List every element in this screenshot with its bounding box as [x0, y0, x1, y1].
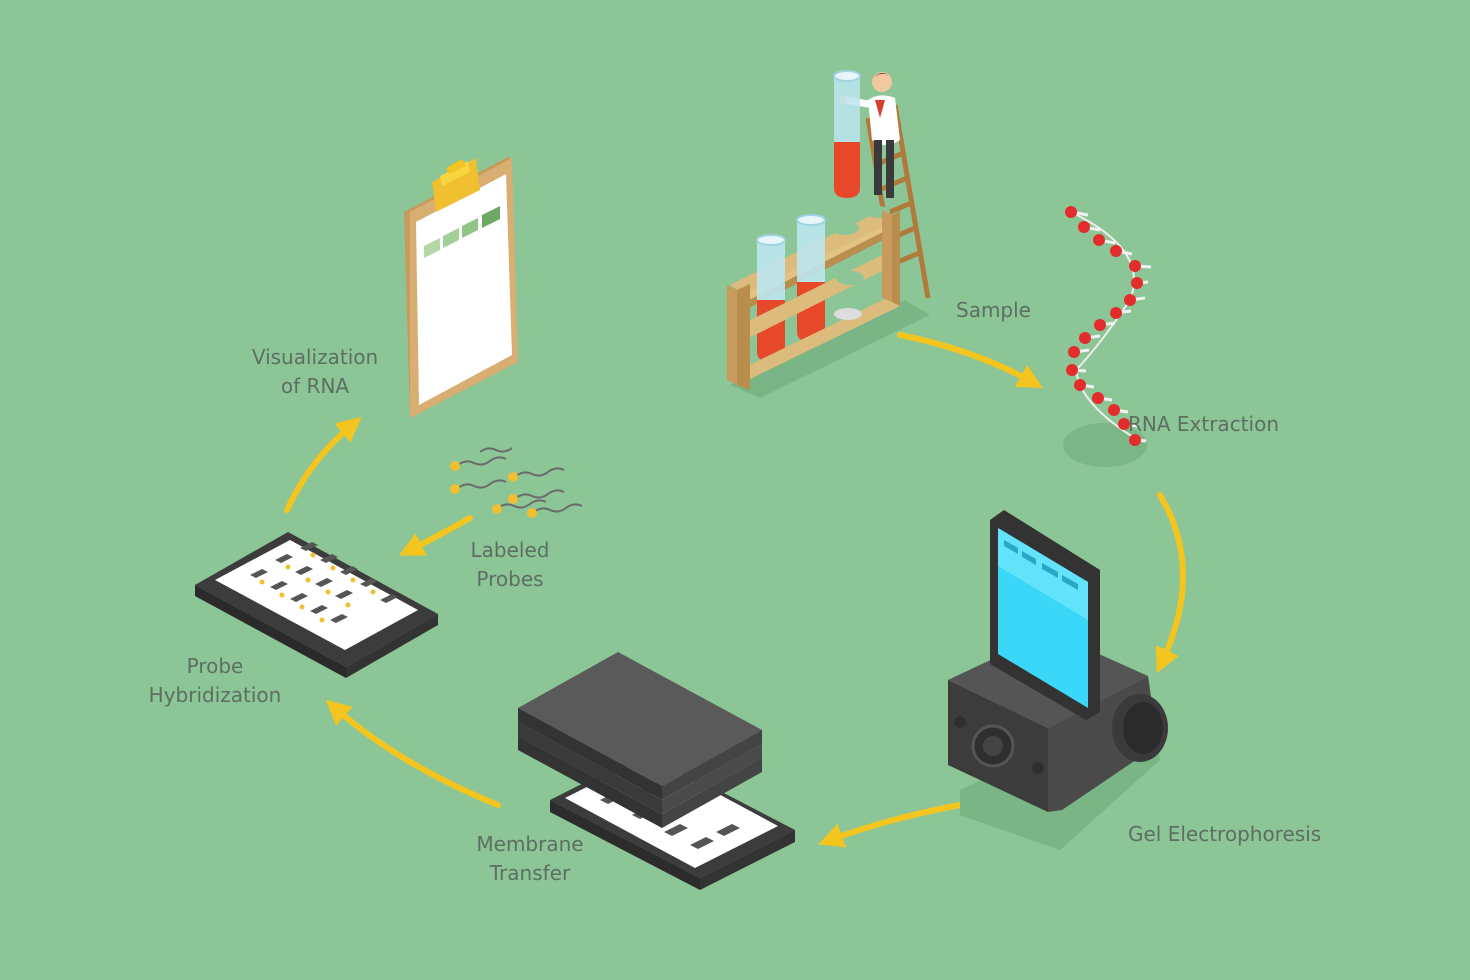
label-labeled-probes-line-1: Labeled	[470, 538, 550, 562]
label-probe-hybridization-line-1: Probe	[186, 654, 244, 678]
membrane-stack-icon	[518, 652, 795, 890]
arrow-probe-to-visualization	[284, 416, 362, 513]
label-rna-extraction: RNA Extraction	[1128, 410, 1279, 439]
large-test-tube-icon	[833, 70, 861, 198]
label-visualization: Visualization of RNA	[220, 343, 410, 401]
label-membrane-transfer: Membrane Transfer	[430, 830, 630, 888]
label-labeled-probes: Labeled Probes	[430, 536, 590, 594]
rna-strand-icon	[1063, 206, 1152, 467]
arrow-membrane-to-probe	[325, 699, 501, 808]
electrophoresis-device-icon	[948, 510, 1168, 850]
label-visualization-line-1: Visualization	[251, 345, 379, 369]
clipboard-icon	[404, 156, 518, 418]
arrow-probes-to-tray	[398, 515, 473, 556]
hybridization-tray-icon	[195, 532, 438, 678]
label-membrane-transfer-line-2: Transfer	[489, 861, 571, 885]
label-probe-hybridization-line-2: Hybridization	[148, 683, 282, 707]
sample-illustration	[727, 70, 931, 398]
label-rna-extraction-line-1: RNA Extraction	[1128, 412, 1279, 436]
label-sample: Sample	[956, 296, 1031, 325]
label-sample-line-1: Sample	[956, 298, 1031, 322]
label-membrane-transfer-line-1: Membrane	[476, 832, 584, 856]
flow-arrows	[284, 332, 1186, 848]
arrow-sample-to-rna	[897, 332, 1043, 389]
label-gel-electrophoresis: Gel Electrophoresis	[1128, 820, 1321, 849]
arrow-gel-to-membrane	[818, 802, 963, 848]
scientist-icon	[839, 72, 900, 198]
label-visualization-line-2: of RNA	[280, 374, 350, 398]
probe-molecules-icon	[450, 447, 583, 518]
label-labeled-probes-line-2: Probes	[476, 567, 544, 591]
label-gel-electrophoresis-line-1: Gel Electrophoresis	[1128, 822, 1322, 846]
arrow-rna-to-gel	[1155, 492, 1186, 674]
label-probe-hybridization: Probe Hybridization	[120, 652, 310, 710]
